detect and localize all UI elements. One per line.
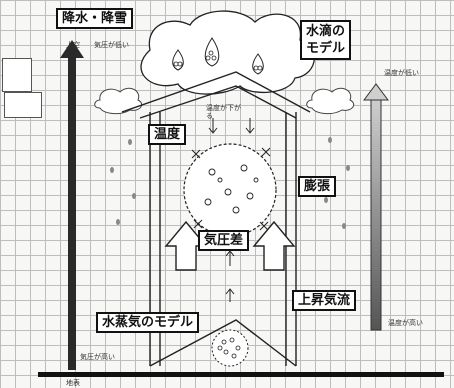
up-arrow-right xyxy=(252,220,296,271)
side-note-2 xyxy=(4,92,42,118)
pressure-difference-label: 気圧差 xyxy=(198,230,250,251)
ground-label: 地表 xyxy=(66,379,80,387)
ground-line xyxy=(38,372,444,377)
droplet-model-label: 水滴の モデル xyxy=(300,20,352,60)
parcel-particles xyxy=(204,164,259,214)
temp-low-label: 温度が低い xyxy=(384,69,419,77)
temp-drop-label: 温度が下がる xyxy=(206,104,241,120)
precipitation-label: 降水・降雪 xyxy=(56,8,134,29)
vapor-model-label: 水蒸気のモデル xyxy=(96,312,200,333)
expansion-marks xyxy=(191,147,271,231)
temperature-arrow-shaft xyxy=(370,97,382,331)
cloud xyxy=(140,10,316,95)
droplet-3 xyxy=(252,53,264,75)
small-cloud-right xyxy=(306,87,355,115)
expansion-label: 膨張 xyxy=(298,176,337,197)
temperature-label: 温度 xyxy=(148,124,187,145)
upper-pressure-label: 気圧が低い xyxy=(94,41,129,49)
rain-drops xyxy=(110,137,350,229)
up-arrow-left xyxy=(164,220,208,271)
upper-air-label: 上空 xyxy=(66,41,80,49)
droplet-1 xyxy=(172,49,184,71)
ground-pressure-label: 気圧が高い xyxy=(80,353,115,361)
side-note-1 xyxy=(2,58,32,92)
pressure-up-arrows xyxy=(164,220,296,271)
updraft-label: 上昇気流 xyxy=(292,290,357,311)
small-cloud-left xyxy=(94,87,143,115)
pressure-arrow-shaft xyxy=(68,56,76,370)
temperature-arrow-head xyxy=(363,83,389,101)
upper-chevron xyxy=(121,71,311,119)
vapor-parcel xyxy=(211,329,249,367)
temp-high-label: 温度が高い xyxy=(388,319,423,327)
lower-chevron xyxy=(149,319,297,367)
pressure-arrow-head xyxy=(60,40,84,58)
